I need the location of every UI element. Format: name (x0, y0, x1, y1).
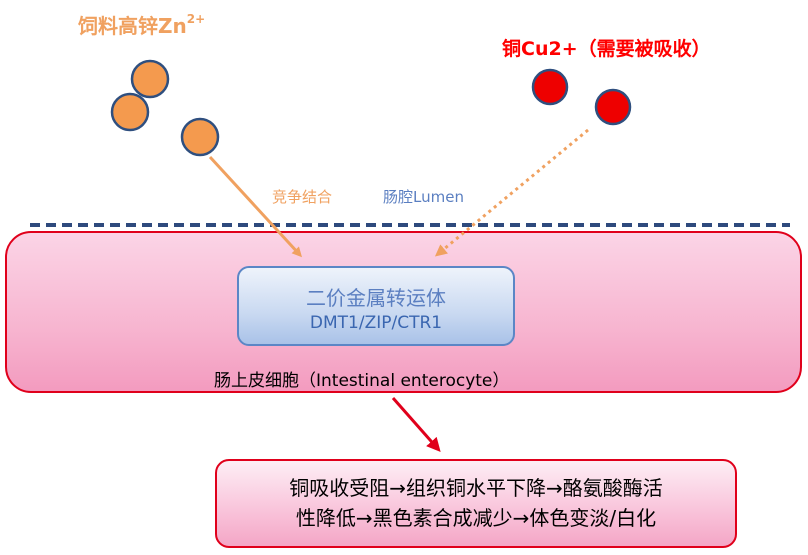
zinc-binding-arrow (208, 155, 303, 258)
zinc-ion (130, 59, 170, 99)
lumen-label: 肠腔Lumen (383, 188, 464, 206)
result-line-2: 性降低→黑色素合成减少→体色变淡/白化 (295, 506, 657, 530)
copper-ion (531, 68, 569, 106)
compete-label: 竞争结合 (272, 188, 333, 206)
transporter-box: 二价金属转运体 DMT1/ZIP/CTR1 (237, 266, 515, 346)
consequence-arrow (391, 397, 441, 452)
copper-ion (594, 88, 632, 126)
copper-uptake-arrow (434, 128, 589, 257)
zinc-ion (180, 117, 220, 157)
cell-label: 肠上皮细胞（Intestinal enterocyte） (214, 371, 510, 391)
zinc-charge: 2+ (186, 12, 206, 27)
zinc-title: 饲料高锌Zn2+ (78, 10, 205, 39)
result-box: 铜吸收受阻→组织铜水平下降→酪氨酸酶活 性降低→黑色素合成减少→体色变淡/白化 (215, 459, 737, 548)
zinc-ion (110, 92, 150, 132)
transporter-name: 二价金属转运体 (306, 286, 446, 310)
zinc-title-text: 饲料高锌Zn (78, 14, 187, 38)
transporter-genes: DMT1/ZIP/CTR1 (309, 313, 443, 333)
result-line-1: 铜吸收受阻→组织铜水平下降→酪氨酸酶活 (289, 476, 663, 500)
copper-title: 铜Cu2+（需要被吸收） (502, 38, 711, 60)
